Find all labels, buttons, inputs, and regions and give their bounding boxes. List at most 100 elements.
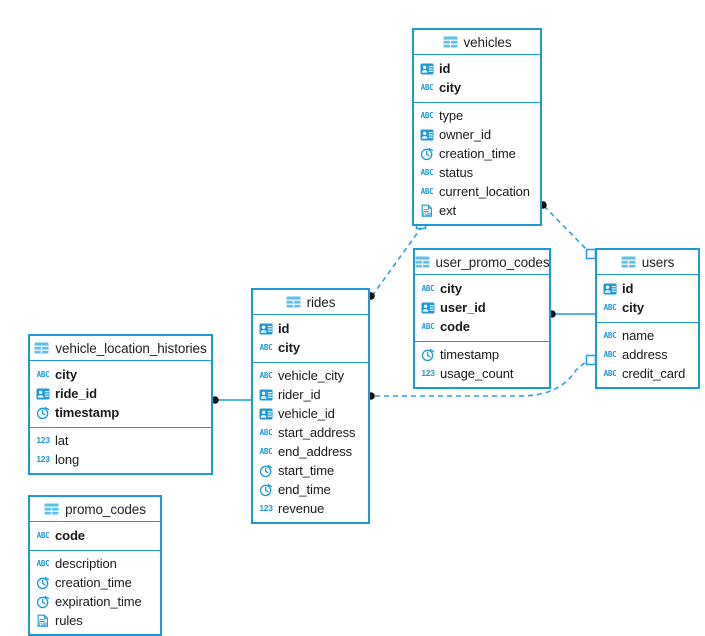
field-row[interactable]: user_id: [415, 298, 549, 317]
id-card-icon: [421, 301, 435, 315]
123-icon: 123: [259, 503, 273, 514]
field-name: current_location: [439, 184, 530, 199]
table-header-users[interactable]: users: [597, 250, 698, 275]
field-name: expiration_time: [55, 594, 142, 609]
field-row[interactable]: ABC code: [30, 526, 160, 545]
table-icon: [286, 296, 301, 308]
field-name: city: [622, 300, 645, 315]
field-row[interactable]: start_time: [253, 461, 368, 480]
field-row[interactable]: id: [253, 319, 368, 338]
field-name: city: [439, 80, 462, 95]
field-row[interactable]: creation_time: [30, 573, 160, 592]
table-header-promo_codes[interactable]: promo_codes: [30, 497, 160, 522]
field-row[interactable]: timestamp: [415, 345, 549, 364]
table-header-user_promo_codes[interactable]: user_promo_codes: [415, 250, 550, 275]
table-title: promo_codes: [65, 501, 146, 517]
clock-icon: [420, 147, 434, 161]
field-row[interactable]: creation_time: [414, 144, 540, 163]
clock-icon: [421, 348, 435, 362]
field-row[interactable]: 123 revenue: [253, 499, 368, 518]
edge-user-promo-codes-to-users: [548, 310, 595, 318]
clock-icon: [36, 576, 50, 590]
field-name: revenue: [278, 501, 325, 516]
field-row[interactable]: ABC end_address: [253, 442, 368, 461]
field-row[interactable]: rider_id: [253, 385, 368, 404]
field-name: status: [439, 165, 474, 180]
field-row[interactable]: ride_id: [30, 384, 211, 403]
field-row[interactable]: ABC city: [253, 338, 368, 357]
abc-icon: ABC: [259, 446, 273, 456]
field-name: end_address: [278, 444, 353, 459]
field-row[interactable]: vehicle_id: [253, 404, 368, 423]
field-row[interactable]: ABC city: [414, 78, 540, 97]
clock-icon: [259, 483, 273, 497]
field-name: city: [278, 340, 301, 355]
field-row[interactable]: owner_id: [414, 125, 540, 144]
field-row[interactable]: expiration_time: [30, 592, 160, 611]
field-name: description: [55, 556, 117, 571]
table-title: rides: [306, 294, 336, 310]
abc-icon: ABC: [259, 370, 273, 380]
id-card-icon: [259, 407, 273, 421]
field-row[interactable]: id: [597, 279, 698, 298]
abc-icon: ABC: [36, 530, 50, 540]
field-name: start_address: [278, 425, 356, 440]
abc-icon: ABC: [259, 342, 273, 352]
field-row[interactable]: id: [414, 59, 540, 78]
field-row[interactable]: end_time: [253, 480, 368, 499]
table-icon: [415, 256, 430, 268]
clock-icon: [259, 464, 273, 478]
table-icon: [621, 256, 636, 268]
id-card-icon: [259, 322, 273, 336]
field-name: type: [439, 108, 464, 123]
field-name: city: [55, 367, 78, 382]
abc-icon: ABC: [420, 82, 434, 92]
field-name: vehicle_id: [278, 406, 335, 421]
id-card-icon: [420, 62, 434, 76]
clock-icon: [36, 406, 50, 420]
primary-key-section: ABC code: [30, 522, 160, 551]
field-row[interactable]: ABC vehicle_city: [253, 366, 368, 385]
field-name: long: [55, 452, 80, 467]
field-name: vehicle_city: [278, 368, 344, 383]
field-name: code: [55, 528, 85, 543]
table-header-vehicle_location_histories[interactable]: vehicle_location_histories: [30, 336, 211, 361]
field-row[interactable]: timestamp: [30, 403, 211, 422]
field-name: id: [278, 321, 290, 336]
field-name: end_time: [278, 482, 331, 497]
field-name: start_time: [278, 463, 335, 478]
table-header-vehicles[interactable]: vehicles: [414, 30, 540, 55]
table-header-rides[interactable]: rides: [253, 290, 368, 315]
field-name: city: [440, 281, 463, 296]
field-name: id: [439, 61, 451, 76]
